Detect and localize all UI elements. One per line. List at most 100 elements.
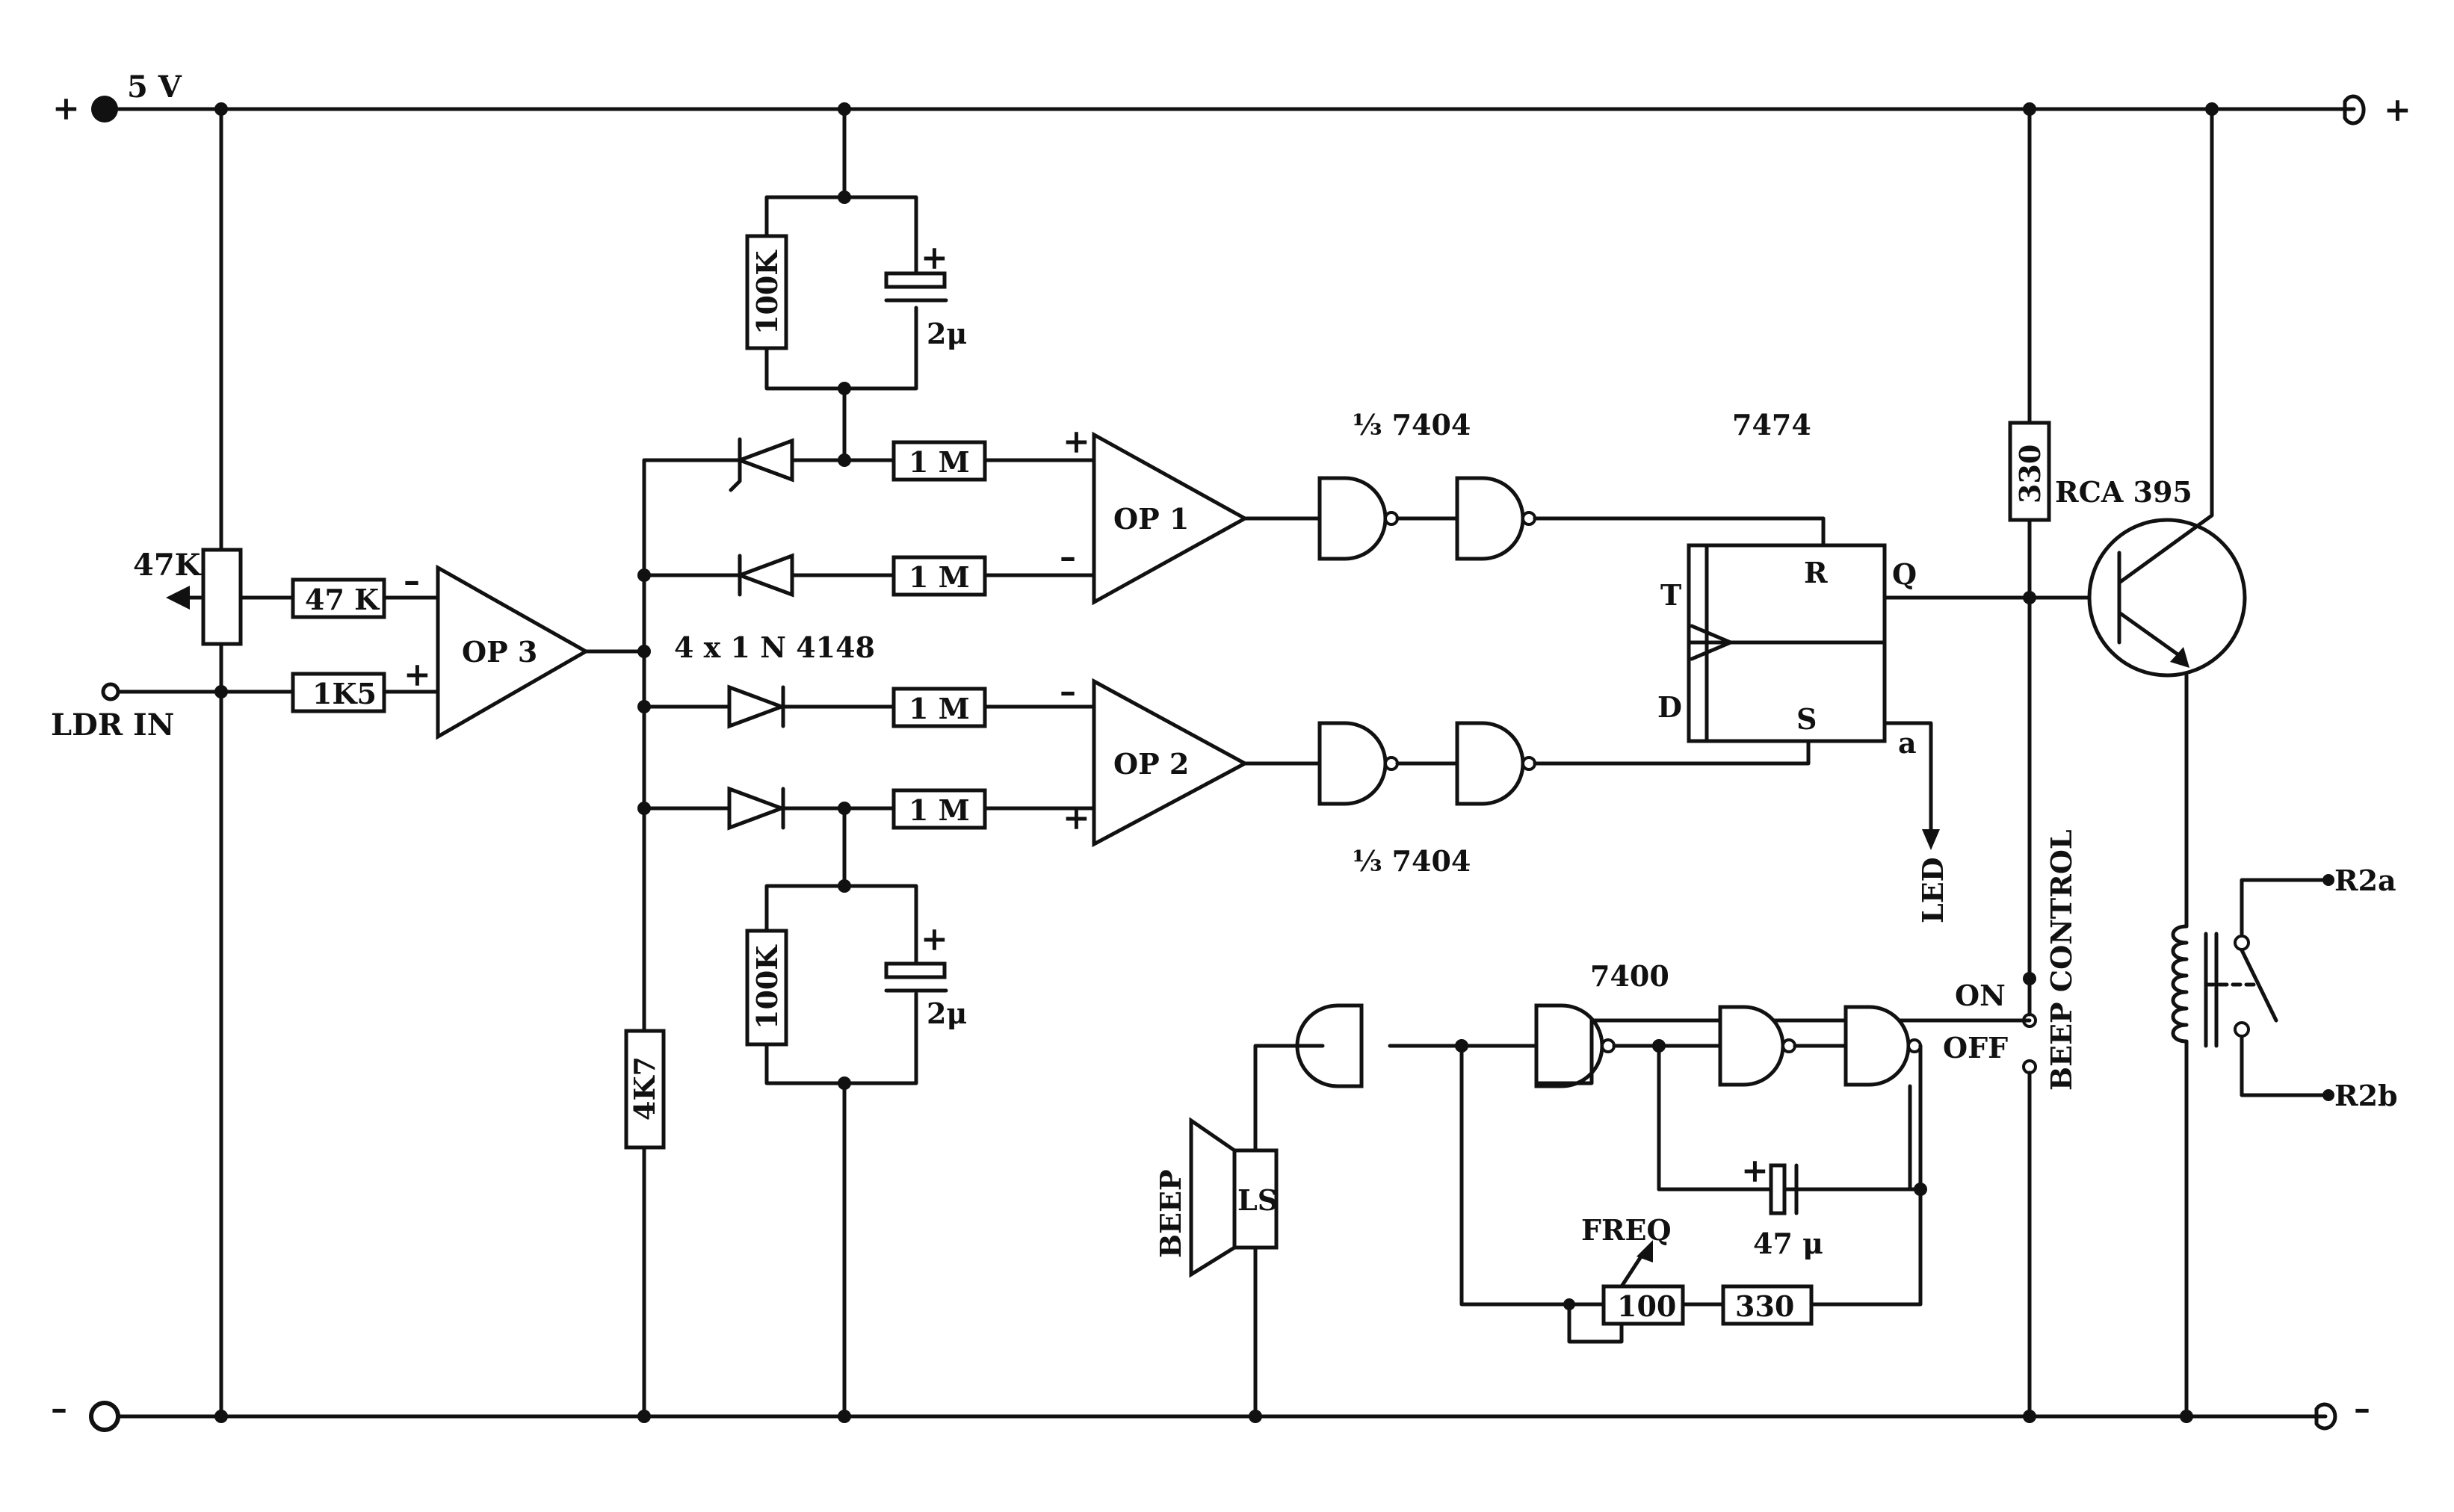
emitter-arrow-icon — [2170, 647, 2189, 668]
resistor-1k5-label: 1K5 — [312, 677, 377, 710]
switch-on-label: ON — [1955, 979, 2006, 1012]
cap-top-label: 2μ — [927, 317, 967, 350]
led-label: LED — [1916, 857, 1950, 923]
speaker-ls-label: LS — [1237, 1183, 1278, 1217]
transistor-rca395 — [2087, 518, 2247, 678]
nand-gate-output — [1295, 1003, 1364, 1088]
diode-4 — [727, 786, 788, 831]
oscillator-7400: 7400 + 47 μ 100 330 FREQ — [1455, 959, 2032, 1344]
pot-100-label: 100 — [1617, 1289, 1676, 1323]
beep-control-switch: ON OFF BEEP CONTROL — [1943, 829, 2078, 1423]
op3-minus: – — [404, 562, 420, 600]
resistor-330-base — [2008, 421, 2051, 522]
flipflop-pin-d: D — [1657, 690, 1682, 724]
terminal-minus-right — [2314, 1402, 2337, 1431]
resistor-1m-2-label: 1 M — [909, 560, 970, 594]
speaker-section: LS BEEP — [1154, 1003, 1464, 1423]
op3-label: OP 3 — [462, 635, 537, 669]
diode-2 — [734, 553, 794, 598]
timing-bottom: 100K + 2μ — [745, 802, 967, 1423]
capacitor-47u — [1769, 1163, 1787, 1215]
ldr-label: LDR IN — [51, 707, 174, 743]
led-arrow-icon — [1922, 829, 1940, 850]
terminal-minus-left — [89, 1401, 120, 1432]
resistor-4k7-label: 4K7 — [628, 1056, 661, 1121]
ldr-terminal — [101, 682, 120, 701]
resistor-100k-top-label: 100K — [750, 250, 784, 335]
comparators: OP 1 + – OP 2 – + — [1060, 423, 1322, 848]
diode-network: 4K7 4 x 1 N 4148 — [624, 437, 896, 1423]
diodes-label: 4 x 1 N 4148 — [674, 630, 875, 664]
resistor-330-osc-label: 330 — [1735, 1289, 1794, 1323]
resistor-100k-bottom — [745, 929, 788, 1047]
inverter-top-label: ⅓ 7404 — [1353, 408, 1471, 441]
timing-top: 100K + 2μ — [745, 102, 967, 467]
relay-contact-top — [2234, 935, 2250, 951]
power-rails: + 5 V + – – — [51, 69, 2411, 1432]
pot-label: 47K — [133, 548, 202, 583]
transistor-label: RCA 395 — [2055, 475, 2192, 509]
flipflop-chip-label: 7474 — [1732, 408, 1811, 441]
terminal-plus-right — [2343, 94, 2366, 126]
resistor-100k-top — [745, 234, 788, 350]
nand-gate-osc-1 — [1718, 1005, 1785, 1087]
inverters-bottom: ⅓ 7404 — [1317, 721, 1536, 878]
cap-bottom-plus: + — [921, 920, 948, 958]
resistor-1m-4-label: 1 M — [909, 793, 970, 827]
plus-left-sign: + — [52, 90, 80, 128]
resistor-1m-1-label: 1 M — [909, 445, 970, 479]
resistors-1m: 1 M 1 M 1 M 1 M — [891, 440, 1096, 830]
op2-label: OP 2 — [1113, 747, 1189, 781]
inverter-1 — [1317, 476, 1388, 561]
resistor-1m-3-label: 1 M — [909, 692, 970, 725]
resistor-1m-3 — [891, 687, 987, 728]
op3-plus: + — [404, 656, 431, 694]
resistor-47k-label: 47 K — [305, 583, 380, 616]
op2-plus: + — [1063, 799, 1090, 837]
inverter-2 — [1455, 476, 1525, 561]
beep-control-label: BEEP CONTROL — [2045, 829, 2078, 1091]
driver-stage: 330 RCA 395 R2a R2b — [2008, 102, 2398, 1423]
cap-bottom-label: 2μ — [927, 997, 967, 1030]
cap-top-plus: + — [921, 239, 948, 277]
resistor-330-base-label: 330 — [2013, 444, 2047, 504]
cap-47u-plus: + — [1741, 1152, 1769, 1190]
zener-diode-1 — [734, 438, 794, 483]
plus-right-sign: + — [2384, 91, 2411, 129]
relay-coil — [2171, 924, 2189, 1044]
potentiometer-47k — [201, 548, 243, 646]
op1-label: OP 1 — [1113, 502, 1189, 536]
flipflop-pin-qbar: a — [1898, 726, 1917, 760]
freq-arrow-icon — [1636, 1240, 1653, 1262]
op1-plus: + — [1063, 423, 1090, 461]
resistor-1m-2 — [891, 555, 987, 597]
inverter-bottom-label: ⅓ 7404 — [1353, 844, 1471, 878]
beep-label: BEEP — [1154, 1169, 1187, 1258]
minus-right-sign: – — [2354, 1389, 2370, 1428]
wiper-arrow-icon — [166, 586, 190, 610]
oscillator-chip-label: 7400 — [1590, 959, 1669, 993]
speaker-cone — [1189, 1117, 1237, 1278]
freq-label: FREQ — [1581, 1213, 1672, 1247]
inverter-3 — [1317, 721, 1388, 806]
terminal-plus-left — [91, 96, 118, 123]
flipflop-7474: 7474 R S T D Q a LED — [1533, 408, 2095, 923]
flipflop-pin-s: S — [1796, 702, 1817, 736]
flipflop-pin-r: R — [1804, 556, 1828, 589]
resistor-330-osc — [1721, 1284, 1814, 1326]
op1-amplifier — [1092, 431, 1249, 606]
resistor-1m-4 — [891, 788, 987, 830]
supply-voltage-label: 5 V — [127, 69, 182, 105]
capacitor-2u-bottom — [884, 961, 947, 979]
diode-3 — [727, 684, 788, 729]
resistor-100k-bottom-label: 100K — [750, 944, 784, 1029]
minus-left-sign: – — [51, 1389, 67, 1428]
op3-amplifier — [436, 564, 590, 740]
cap-47u-label: 47 μ — [1753, 1227, 1823, 1260]
resistor-4k7 — [624, 1029, 666, 1150]
relay-contact-b-label: R2b — [2334, 1079, 2398, 1112]
flipflop-pin-q: Q — [1892, 557, 1917, 591]
switch-off-label: OFF — [1943, 1031, 2008, 1065]
flipflop-pin-t: T — [1660, 578, 1681, 612]
